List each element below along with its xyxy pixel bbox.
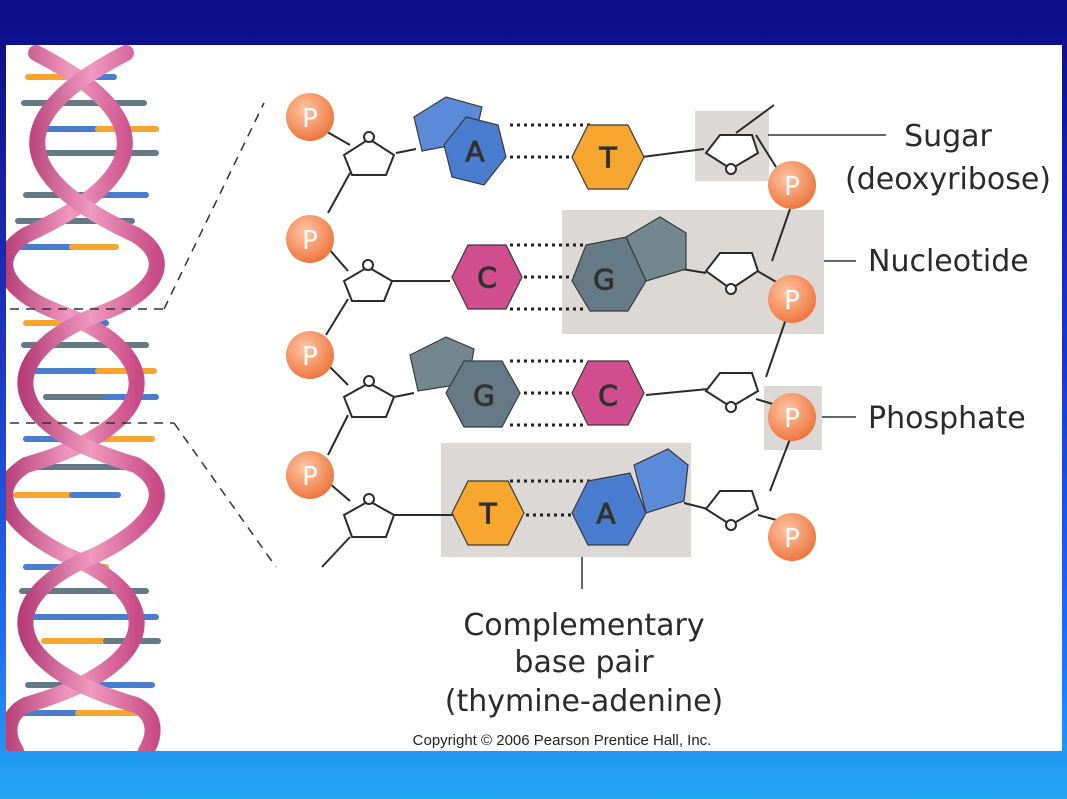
- sugar-left-4: [342, 493, 396, 538]
- thymine-base-row1: T: [571, 124, 645, 190]
- double-helix-illustration: [6, 45, 277, 751]
- complementary-label: Complementary: [463, 608, 704, 643]
- cytosine-base-row2: C: [451, 244, 523, 310]
- callout-leader-lines: [581, 134, 886, 589]
- phosphate-right-3: P: [768, 393, 816, 441]
- deoxyribose-label: (deoxyribose): [845, 162, 1051, 197]
- callout-labels: Sugar (deoxyribose) Nucleotide Phosphate…: [413, 119, 1051, 749]
- adenine-base-row1: A: [413, 96, 507, 186]
- svg-text:P: P: [784, 172, 800, 202]
- helix-strand-2: [17, 45, 165, 751]
- phosphate-right-2: P: [768, 275, 816, 323]
- svg-text:T: T: [478, 497, 497, 530]
- copyright-notice: Copyright © 2006 Pearson Prentice Hall, …: [413, 732, 712, 749]
- thymine-base-row4: T: [451, 480, 525, 546]
- svg-text:P: P: [302, 226, 318, 256]
- svg-text:G: G: [593, 263, 615, 296]
- sugar-label: Sugar: [904, 119, 992, 154]
- phosphate-left-4: P: [286, 451, 334, 499]
- svg-text:A: A: [596, 497, 615, 530]
- svg-text:P: P: [302, 462, 318, 492]
- dna-structure-diagram: A T C G G C T: [6, 45, 1051, 751]
- sugar-right-1: [704, 134, 760, 175]
- cytosine-base-row3: C: [571, 360, 645, 426]
- nitrogen-bases: A T C G G C T: [409, 96, 689, 546]
- nucleotide-label: Nucleotide: [868, 244, 1029, 279]
- sugar-phosphate-backbone: [321, 104, 791, 568]
- zoom-indicator-lines: [10, 102, 277, 568]
- phosphate-right-1: P: [768, 161, 816, 209]
- phosphate-groups: P P P P P P P P: [286, 93, 816, 561]
- sugar-right-4: [704, 490, 760, 531]
- svg-text:P: P: [302, 104, 318, 134]
- sugar-left-2: [342, 259, 394, 302]
- base-pair-label: base pair: [514, 645, 654, 680]
- phosphate-label: Phosphate: [868, 401, 1026, 436]
- sugar-left-1: [342, 131, 396, 176]
- sugar-right-2: [704, 252, 760, 295]
- svg-text:P: P: [784, 286, 800, 316]
- svg-text:T: T: [598, 141, 617, 174]
- thymine-adenine-label: (thymine-adenine): [445, 684, 724, 719]
- phosphate-left-2: P: [286, 215, 334, 263]
- svg-text:C: C: [477, 261, 497, 294]
- phosphate-left-1: P: [286, 93, 334, 141]
- svg-text:C: C: [598, 379, 618, 412]
- sugar-rings: [342, 131, 760, 538]
- phosphate-left-3: P: [286, 331, 334, 379]
- svg-text:P: P: [784, 404, 800, 434]
- guanine-base-row2: G: [571, 216, 687, 312]
- adenine-base-row4: A: [571, 448, 689, 546]
- svg-text:P: P: [302, 342, 318, 372]
- phosphate-right-4: P: [768, 513, 816, 561]
- sugar-left-3: [342, 375, 396, 418]
- svg-text:P: P: [784, 524, 800, 554]
- svg-text:A: A: [465, 135, 484, 168]
- svg-text:G: G: [473, 379, 495, 412]
- guanine-base-row3: G: [409, 336, 521, 428]
- slide-canvas: A T C G G C T: [6, 45, 1062, 751]
- sugar-right-3: [704, 372, 760, 413]
